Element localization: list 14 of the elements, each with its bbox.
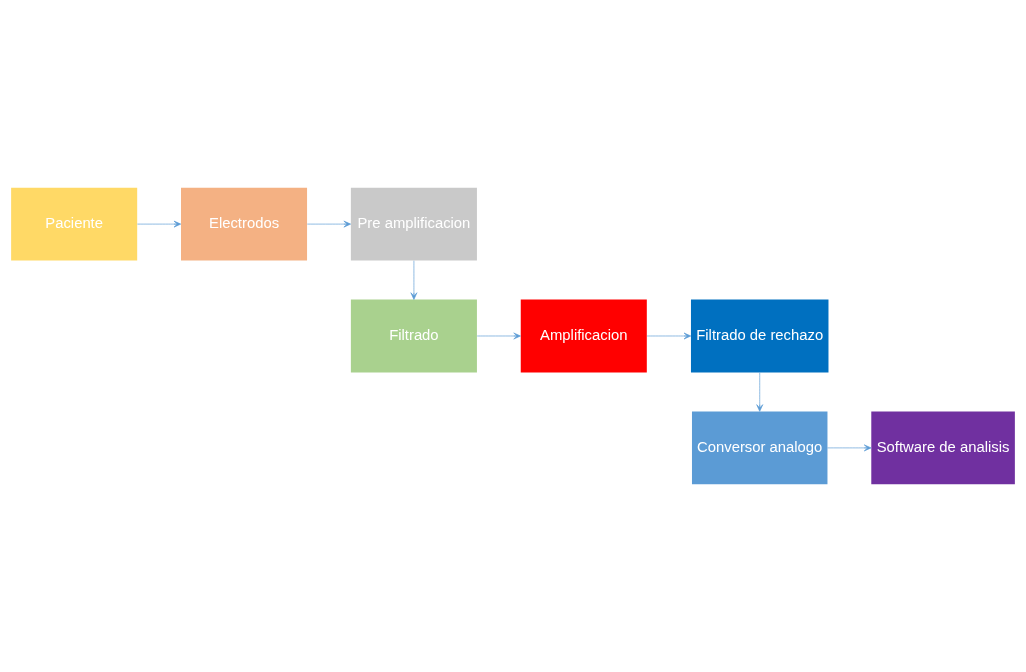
arrow [827, 444, 872, 452]
node-box: Paciente [11, 187, 138, 261]
arrow [756, 372, 764, 412]
node-box: Electrodos [181, 187, 308, 261]
arrow [646, 332, 692, 340]
arrow [410, 260, 418, 300]
arrow [476, 332, 521, 340]
node-box: Software de analisis [871, 411, 1015, 485]
node-box: Conversor analogo [692, 411, 828, 485]
arrow [137, 220, 182, 228]
node-box: Amplificacion [520, 299, 647, 373]
node-box: Filtrado [350, 299, 477, 373]
arrow [306, 220, 351, 228]
node-box: Filtrado de rechazo [690, 299, 829, 373]
